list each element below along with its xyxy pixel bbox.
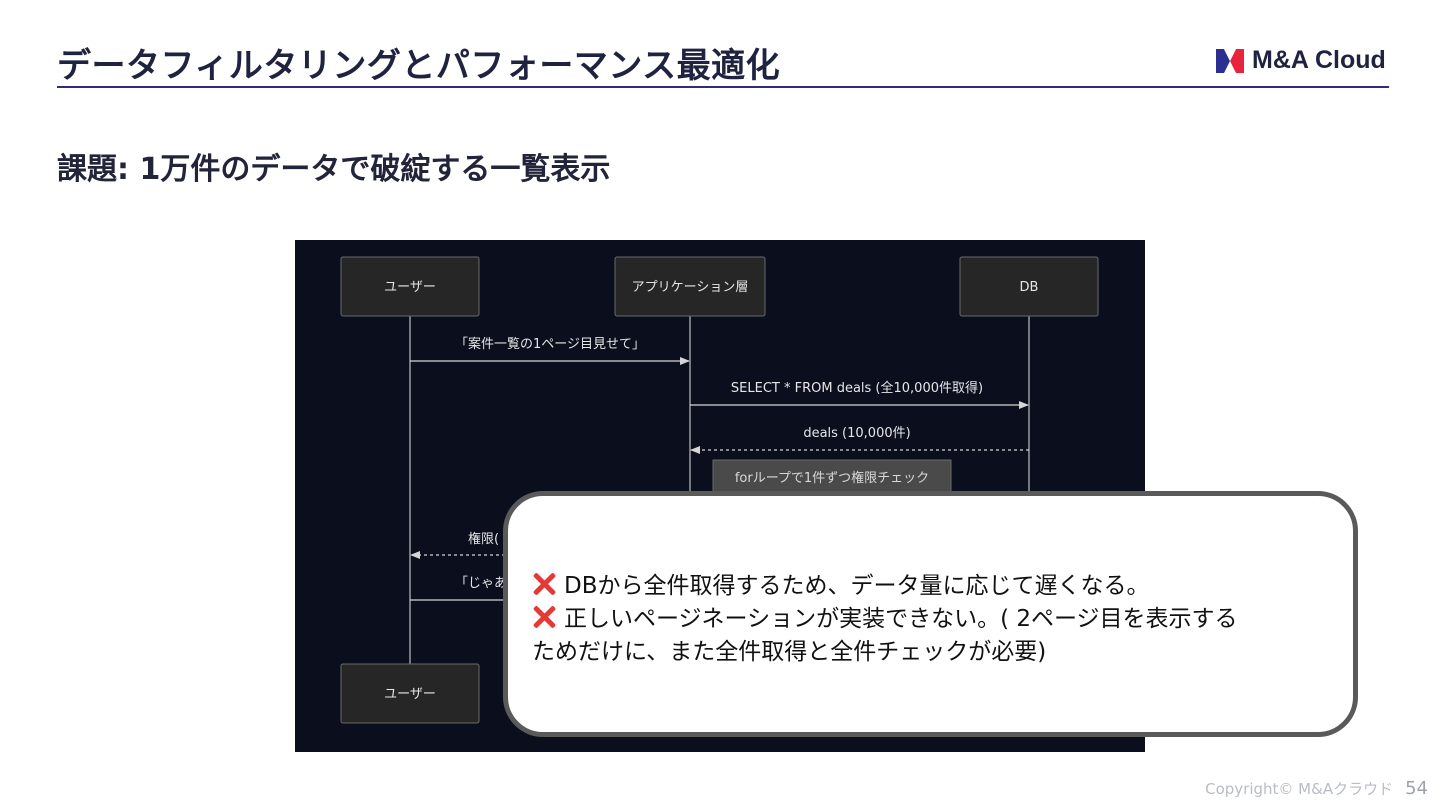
callout-line-2-text: 正しいページネーションが実装できない。( 2ページ目を表示する xyxy=(564,606,1238,632)
message-2-label: SELECT * FROM deals (全10,000件取得) xyxy=(731,380,983,396)
participant-app-top: アプリケーション層 xyxy=(614,256,766,317)
participant-app-top-label: アプリケーション層 xyxy=(632,280,749,295)
participant-user-bottom-label: ユーザー xyxy=(384,687,436,702)
loop-note-label: forループで1件ずつ権限チェック xyxy=(735,470,929,486)
logo-text: M&A Cloud xyxy=(1252,46,1386,74)
logo-mark-icon xyxy=(1216,48,1244,73)
participant-db-top-label: DB xyxy=(1020,280,1039,295)
cross-mark-icon xyxy=(532,572,556,596)
callout-line-3: ためだけに、また全件取得と全件チェックが必要) xyxy=(532,639,1047,665)
participant-user-top-label: ユーザー xyxy=(384,280,436,295)
brand-logo: M&A Cloud xyxy=(1216,46,1386,75)
message-5-label: 「じゃあ xyxy=(455,576,507,591)
loop-note: forループで1件ずつ権限チェック xyxy=(712,459,952,497)
participant-db-top: DB xyxy=(959,256,1099,317)
cross-mark-icon xyxy=(532,605,556,629)
footer: Copyright© M&Aクラウド 54 xyxy=(1205,778,1428,799)
page-number: 54 xyxy=(1405,778,1428,799)
slide-title: データフィルタリングとパフォーマンス最適化 xyxy=(57,46,781,86)
callout-line-1: DBから全件取得するため、データ量に応じて遅くなる。 xyxy=(532,570,1329,603)
copyright-text: Copyright© M&Aクラウド xyxy=(1205,780,1394,798)
message-1-label: 「案件一覧の1ページ目見せて」 xyxy=(455,336,645,352)
participant-user-top: ユーザー xyxy=(340,256,480,317)
problem-callout: DBから全件取得するため、データ量に応じて遅くなる。 正しいページネーションが実… xyxy=(503,491,1358,737)
message-3-label: deals (10,000件) xyxy=(803,426,910,441)
message-4-label: 権限( xyxy=(468,531,499,547)
section-subtitle: 課題: 1万件のデータで破綻する一覧表示 xyxy=(57,152,611,187)
participant-user-bottom: ユーザー xyxy=(340,663,480,724)
callout-line-1-text: DBから全件取得するため、データ量に応じて遅くなる。 xyxy=(564,573,1150,599)
title-divider xyxy=(57,86,1389,88)
callout-line-2: 正しいページネーションが実装できない。( 2ページ目を表示する xyxy=(532,603,1329,636)
